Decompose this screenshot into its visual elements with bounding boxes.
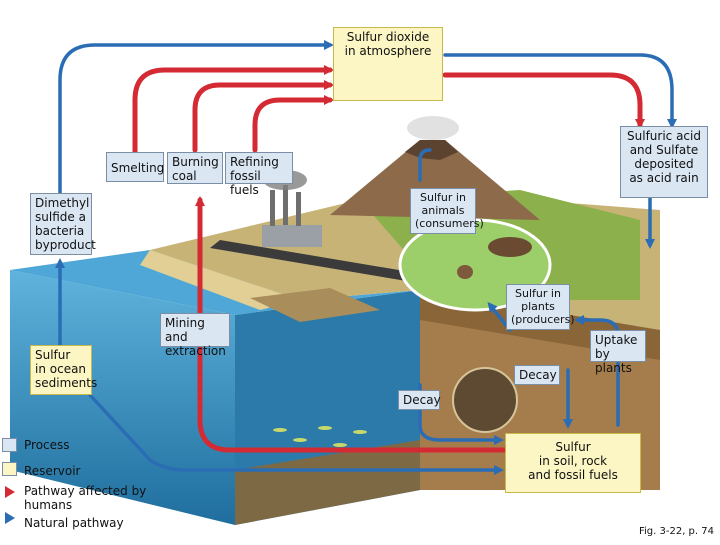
legend-process-label: Process	[24, 438, 70, 452]
figure-caption: Fig. 3-22, p. 74	[639, 526, 714, 537]
dimethyl-sulfide-box: Dimethyl sulfide a bacteria byproduct	[30, 193, 96, 255]
uptake-box: Uptake by plants	[590, 330, 646, 375]
burning-coal-box: Burning coal	[167, 152, 223, 184]
refining-to-atmosphere-arrow	[252, 95, 334, 153]
soil-rock-fuels-box: Sulfur in soil, rock and fossil fuels	[505, 433, 641, 493]
legend-natural-arrow-icon	[5, 512, 15, 524]
sulfur-animals-box: Sulfur in animals (consumers)	[410, 188, 484, 234]
smelting-box: Smelting	[106, 152, 164, 182]
legend-natural-label: Natural pathway	[24, 516, 124, 530]
volcano	[330, 140, 540, 220]
decay-left-box: Decay	[398, 390, 441, 410]
soil-to-mining-arrow	[195, 196, 508, 453]
decay-microbes	[452, 367, 518, 433]
smokestack-3	[296, 192, 301, 226]
legend-process-swatch	[2, 438, 17, 452]
ocean-sediments-box: Sulfur in ocean sediments	[30, 345, 97, 395]
decay-to-soil-arrow	[418, 383, 504, 445]
mining-box: Mining and extraction	[160, 313, 230, 358]
legend-reservoir-label: Reservoir	[24, 464, 81, 478]
legend-human-arrow-icon	[5, 486, 15, 498]
deer	[488, 237, 532, 257]
volcano-smoke	[407, 116, 459, 140]
atmosphere-box: Sulfur dioxide in atmosphere	[333, 27, 443, 101]
coal-to-atmosphere-arrow	[192, 80, 334, 153]
rabbit	[457, 265, 473, 279]
refining-box: Refining fossil fuels	[225, 152, 293, 197]
sulfur-plants-box: Sulfur in plants (producers)	[506, 284, 575, 330]
volcano-emission-link	[418, 148, 432, 182]
farm-field	[250, 288, 380, 322]
sea-sediment	[235, 440, 420, 525]
factory	[262, 225, 322, 247]
smokestack-2	[283, 185, 288, 225]
beach	[140, 250, 300, 310]
sediments-to-soil-arrow	[88, 393, 504, 475]
human-pathways	[132, 65, 645, 453]
legend-human-label: Pathway affected by humans	[24, 484, 147, 512]
fish-school	[273, 426, 367, 447]
atmosphere-to-acid-rain-arrow	[442, 72, 645, 129]
smelting-to-atmosphere-arrow	[132, 65, 334, 158]
decay-right-box: Decay	[514, 365, 560, 385]
legend-reservoir-swatch	[2, 462, 17, 476]
dimethyl-to-atmosphere-arrow	[58, 40, 334, 197]
sulfuric-acid-box: Sulfuric acid and Sulfate deposited as a…	[620, 126, 708, 198]
smokestack-1	[270, 190, 275, 226]
atmosphere-to-sulfate-arrow	[443, 53, 677, 129]
